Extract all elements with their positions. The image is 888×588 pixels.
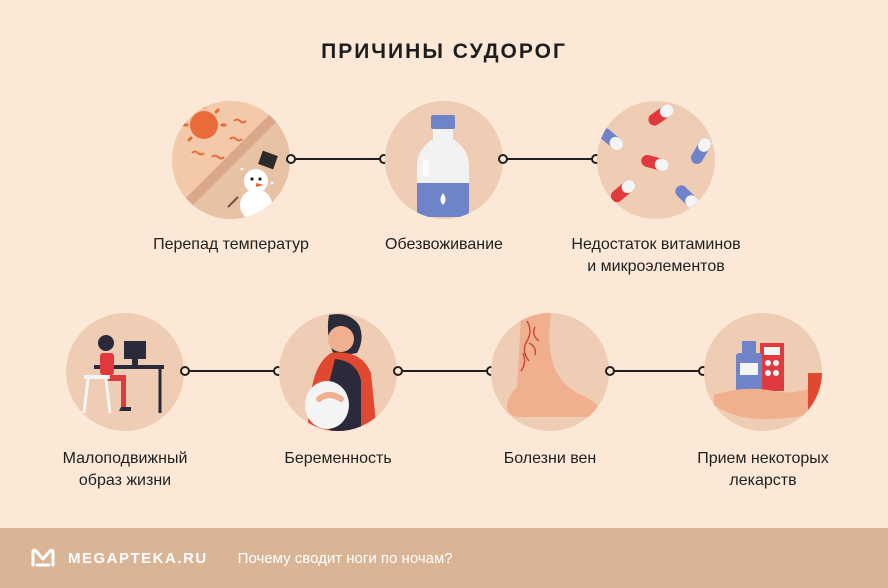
page-title: ПРИЧИНЫ СУДОРОГ: [321, 40, 567, 63]
connector: [180, 366, 283, 376]
sun-snowman-icon: [172, 101, 290, 219]
leg-veins-icon: [491, 313, 609, 431]
connector: [498, 154, 601, 164]
cause-label: Перепад температур: [153, 236, 309, 253]
connector: [605, 366, 708, 376]
brand-logo-icon: [31, 548, 55, 567]
cause-label: Прием некоторых лекарств: [697, 450, 829, 489]
cause-label: Обезвоживание: [385, 236, 503, 253]
footer: MEGAPTEKA.RU Почему сводит ноги по ночам…: [0, 528, 888, 588]
water-bottle-icon: [385, 101, 503, 219]
cause-label: Болезни вен: [503, 450, 597, 467]
hand-medicine-icon: [704, 313, 822, 431]
cause-label: Беременность: [284, 450, 392, 467]
cause-label: Малоподвижный образ жизни: [62, 450, 188, 489]
connector: [286, 154, 389, 164]
brand-name[interactable]: MEGAPTEKA.RU: [68, 549, 208, 567]
footer-article-link[interactable]: Почему сводит ноги по ночам?: [237, 549, 453, 567]
pregnant-woman-icon: [279, 313, 397, 431]
cause-label: Недостаток витаминов и микроэлементов: [571, 236, 741, 275]
connector: [393, 366, 496, 376]
pills-icon: [597, 101, 715, 219]
office-worker-icon: [66, 313, 184, 431]
